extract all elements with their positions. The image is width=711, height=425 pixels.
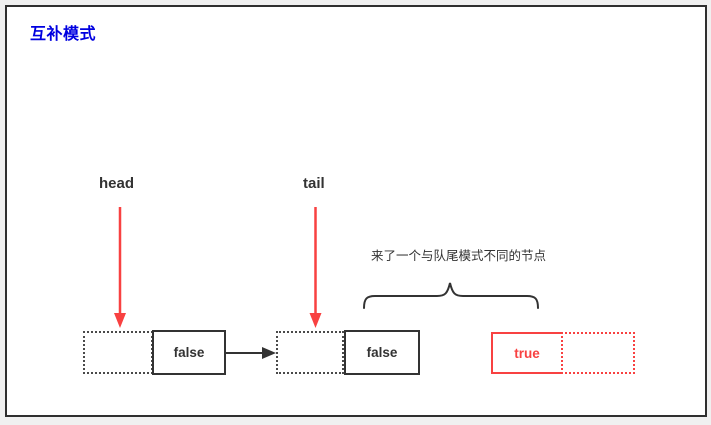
head-node-value: false [173,345,205,360]
diagram-title: 互补模式 [30,26,97,43]
new-node-pointer-slot [561,332,635,374]
annotation-text: 来了一个与队尾模式不同的节点 [371,249,547,263]
head-node-value-box: false [152,330,226,375]
head-node-pointer-slot [83,331,153,374]
new-node-value-box: true [491,332,563,374]
tail-pointer-label: tail [303,175,325,192]
tail-node-pointer-slot [276,331,344,374]
head-pointer-label: head [99,175,135,192]
tail-node-value: false [366,345,398,360]
new-node-value: true [514,345,540,361]
tail-node-value-box: false [344,330,420,375]
